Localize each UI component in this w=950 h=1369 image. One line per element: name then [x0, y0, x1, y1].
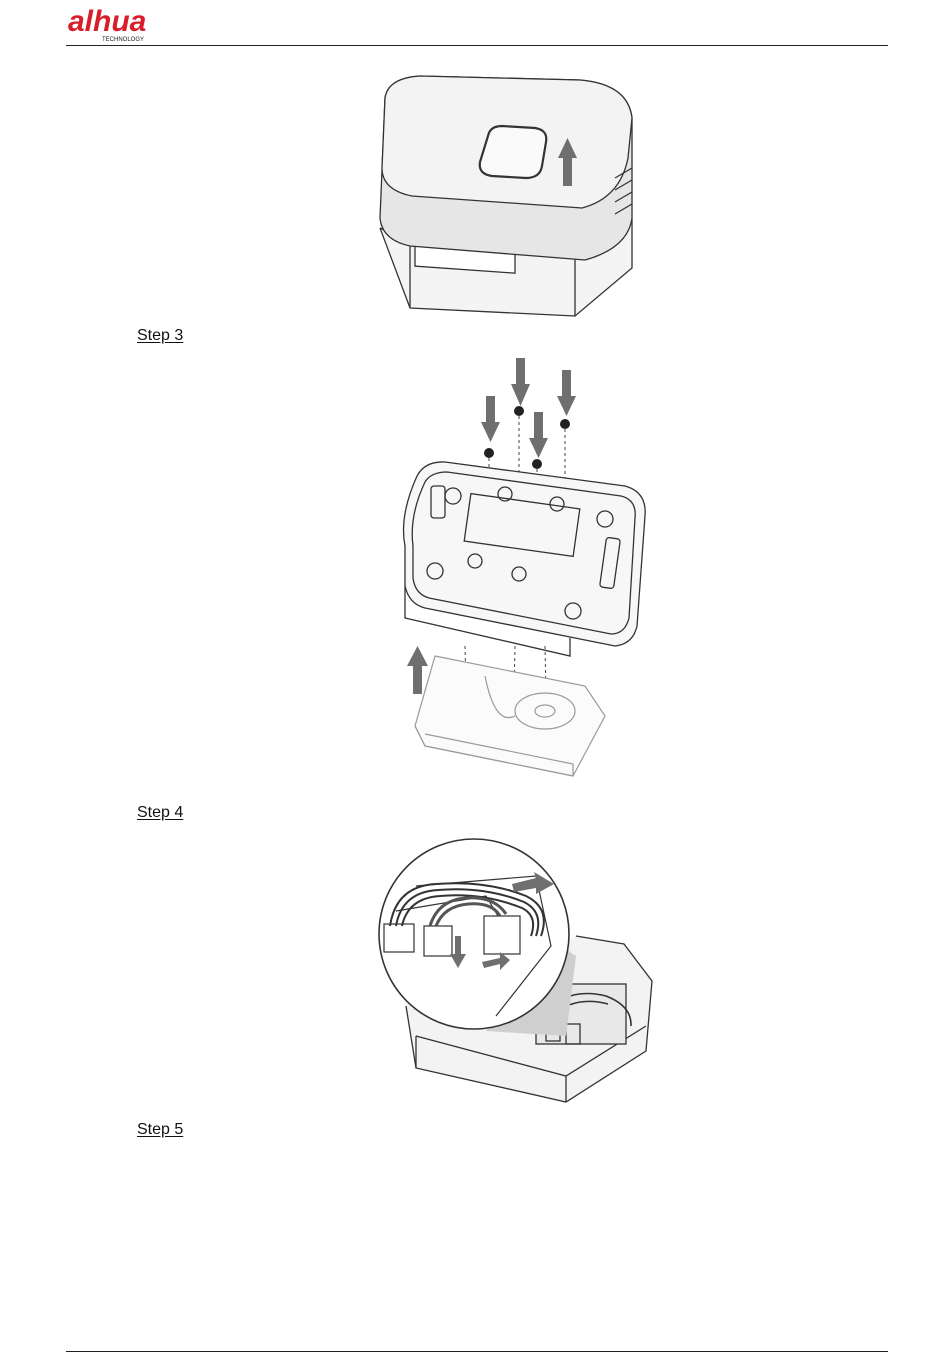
- step-5-label: Step 5: [137, 1121, 183, 1139]
- logo-text: alhua: [68, 5, 146, 38]
- figure-cover-removal: [370, 68, 645, 320]
- brand-logo: alhua TECHNOLOGY: [66, 4, 196, 44]
- footer-rule: [66, 1351, 888, 1352]
- step-4-label: Step 4: [137, 804, 183, 822]
- step-3-label: Step 3: [137, 327, 183, 345]
- header-rule: [66, 45, 888, 46]
- figure-cable-connection: [376, 836, 661, 1108]
- logo-subtext: TECHNOLOGY: [102, 37, 144, 43]
- figure-hdd-mounting: [395, 356, 660, 786]
